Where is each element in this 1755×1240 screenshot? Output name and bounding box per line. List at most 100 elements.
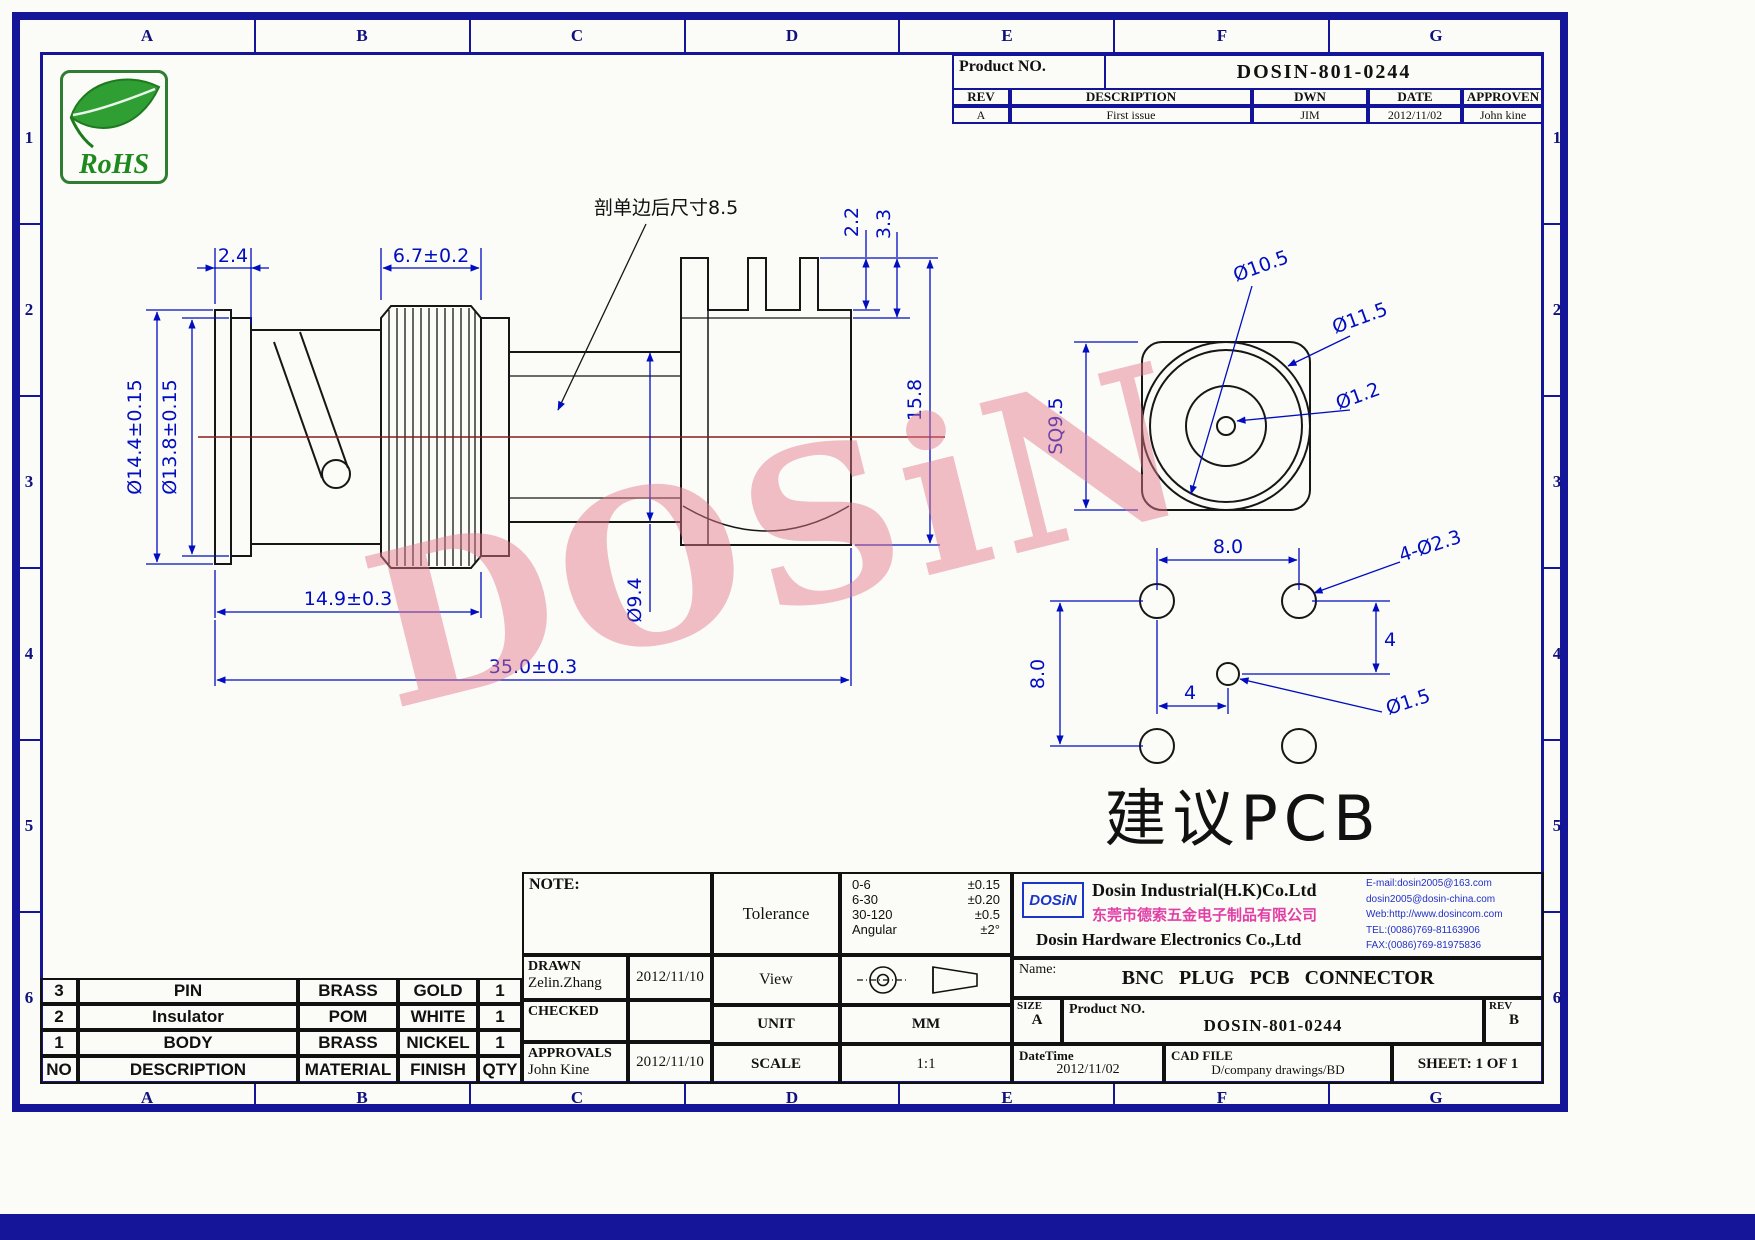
unit-label: UNIT (712, 1005, 840, 1044)
size-value: A (1031, 1012, 1043, 1028)
tolerance-value: ±0.5 (974, 907, 1000, 922)
zone-label-left-2: 2 (24, 300, 34, 319)
parts-header-qty: QTY (478, 1056, 522, 1084)
zone-label-bottom-4: D (785, 1088, 799, 1107)
rohs-label: RoHS (78, 149, 150, 180)
tolerance-row: Angular ±2° (852, 922, 1000, 937)
tolerance-row: 30-120 ±0.5 (852, 907, 1000, 922)
checked-label: CHECKED (528, 1004, 599, 1019)
drawn-name: Zelin.Zhang (528, 975, 602, 991)
parts-row1-material: BRASS (298, 1030, 398, 1056)
zone-label-left-6: 6 (24, 988, 34, 1007)
zone-label-bottom-5: E (1001, 1088, 1013, 1107)
contact-line-email-1: E-mail:dosin2005@163.com (1366, 878, 1492, 889)
drawn-label: DRAWN (528, 959, 581, 974)
contact-line-fax: FAX:(0086)769-81975836 (1366, 940, 1482, 951)
tolerance-range: 30-120 (852, 907, 893, 922)
parts-row3-finish: GOLD (398, 978, 478, 1004)
zone-label-right-6: 6 (1552, 988, 1562, 1007)
size-cell: SIZE A (1012, 998, 1062, 1044)
zone-label-left-4: 4 (24, 644, 34, 663)
rev-col-header: REV (952, 88, 1010, 106)
approven-col-header: APPROVEN (1462, 88, 1544, 106)
zone-label-left-1: 1 (24, 128, 34, 147)
parts-header-finish: FINISH (398, 1056, 478, 1084)
datetime-cell: DateTime 2012/11/02 (1012, 1044, 1164, 1084)
rev-value: A (952, 106, 1010, 124)
product-name-cell: Name: BNC PLUG PCB CONNECTOR (1012, 958, 1544, 998)
parts-row3-qty: 1 (478, 978, 522, 1004)
product-no-label-bottom: Product NO. (1069, 1002, 1145, 1017)
zone-label-right-2: 2 (1552, 300, 1562, 319)
product-no-cell: Product NO. DOSIN-801-0244 (1062, 998, 1484, 1044)
dosin-logo: DOSiN (1022, 882, 1084, 918)
zone-label-top-4: D (785, 26, 799, 45)
zone-label-bottom-6: F (1216, 1088, 1228, 1107)
product-no-value: DOSIN-801-0244 (1104, 54, 1544, 90)
parts-row2-qty: 1 (478, 1004, 522, 1030)
note-label: NOTE: (529, 876, 580, 893)
parts-row2-description: Insulator (78, 1004, 298, 1030)
zone-label-left-3: 3 (24, 472, 34, 491)
parts-row3-description: PIN (78, 978, 298, 1004)
tolerance-values: 0-6 ±0.15 6-30 ±0.20 30-120 ±0.5 Angular… (840, 872, 1012, 955)
scale-label: SCALE (712, 1044, 840, 1084)
datetime-value: 2012/11/02 (1056, 1062, 1120, 1077)
zone-label-right-5: 5 (1552, 816, 1562, 835)
product-no-label: Product NO. (959, 58, 1046, 75)
drawn-date: 2012/11/10 (628, 955, 712, 1000)
tolerance-row: 0-6 ±0.15 (852, 877, 1000, 892)
tolerance-range: 6-30 (852, 892, 879, 907)
parts-row2-finish: WHITE (398, 1004, 478, 1030)
view-label: View (712, 955, 840, 1005)
tolerance-value: ±2° (980, 922, 1000, 937)
parts-row1-description: BODY (78, 1030, 298, 1056)
rohs-logo: RoHS (60, 70, 168, 184)
company-name-en-1: Dosin Industrial(H.K)Co.Ltd (1092, 880, 1317, 900)
zone-label-bottom-2: B (356, 1088, 368, 1107)
contact-line-email-2: dosin2005@dosin-china.com (1366, 893, 1496, 905)
company-name-en-2: Dosin Hardware Electronics Co.,Ltd (1036, 930, 1302, 949)
parts-header-no: NO (40, 1056, 78, 1084)
approvals-cell: APPROVALS John Kine (522, 1042, 628, 1084)
zone-label-right-4: 4 (1552, 644, 1562, 663)
page-bottom-band (0, 1214, 1755, 1240)
product-name: BNC PLUG PCB CONNECTOR (1121, 966, 1435, 989)
tolerance-value: ±0.15 (967, 877, 1000, 892)
parts-row1-qty: 1 (478, 1030, 522, 1056)
drawn-cell: DRAWN Zelin.Zhang (522, 955, 628, 1000)
contact-line-web: Web:http://www.dosincom.com (1366, 909, 1503, 920)
approvals-name: John Kine (528, 1062, 590, 1078)
cad-file-value: D/company drawings/BD (1211, 1062, 1345, 1077)
size-label: SIZE (1017, 1000, 1043, 1012)
parts-row2-material: POM (298, 1004, 398, 1030)
checked-cell: CHECKED (522, 1000, 628, 1042)
zone-label-top-3: C (570, 26, 584, 45)
rev-value-bottom: B (1508, 1012, 1519, 1028)
zone-label-top-7: G (1429, 26, 1443, 45)
scale-value: 1:1 (840, 1044, 1012, 1084)
tolerance-value: ±0.20 (967, 892, 1000, 907)
company-header-cell: DOSiN Dosin Industrial(H.K)Co.Ltd 东莞市德索五… (1012, 872, 1544, 958)
rev-label-bottom: REV (1489, 1000, 1513, 1012)
zone-label-bottom-3: C (570, 1088, 584, 1107)
zone-label-bottom-1: A (140, 1088, 154, 1107)
tolerance-row: 6-30 ±0.20 (852, 892, 1000, 907)
approvals-date: 2012/11/10 (628, 1042, 712, 1084)
zone-label-bottom-7: G (1429, 1088, 1443, 1107)
frame-outer-border (12, 12, 1568, 1112)
zone-label-right-1: 1 (1552, 128, 1562, 147)
rohs-leaf-icon (69, 78, 161, 149)
approven-value: John kine (1462, 106, 1544, 124)
projection-symbol-icon (857, 966, 978, 994)
zone-label-top-5: E (1001, 26, 1013, 45)
company-contact-info: E-mail:dosin2005@163.com dosin2005@dosin… (1366, 876, 1544, 954)
checked-date-cell (628, 1000, 712, 1042)
unit-value: MM (840, 1005, 1012, 1044)
parts-row3-no: 3 (40, 978, 78, 1004)
revision-date: 2012/11/02 (1368, 106, 1462, 124)
parts-header-material: MATERIAL (298, 1056, 398, 1084)
datetime-label: DateTime (1019, 1048, 1074, 1063)
note-cell: NOTE: (522, 872, 712, 955)
